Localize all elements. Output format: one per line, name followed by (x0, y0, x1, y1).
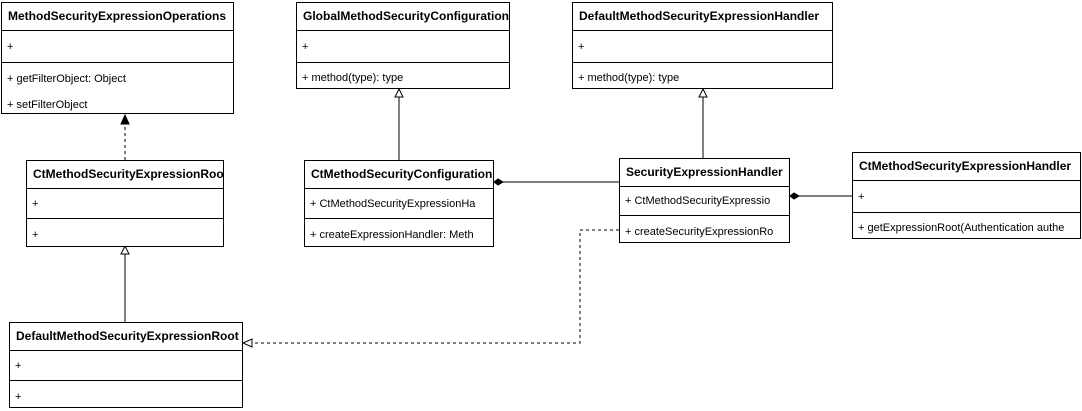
class-default-method-security-expression-root[interactable]: DefaultMethodSecurityExpressionRoot + + (9, 322, 243, 408)
attributes-section: + (573, 31, 832, 63)
operations-section: + getExpressionRoot(Authentication authe (853, 213, 1080, 241)
composition-diamond (789, 192, 800, 200)
class-name: SecurityExpressionHandler (620, 159, 789, 187)
operation: + createSecurityExpressionRo (625, 226, 774, 238)
class-method-security-expression-operations[interactable]: MethodSecurityExpressionOperations + + g… (1, 2, 234, 114)
dependency-edge-seh-dmser (252, 229, 619, 344)
operation: + getFilterObject: Object (7, 73, 126, 85)
attributes-section: + (297, 31, 509, 63)
operation: + method(type): type (578, 72, 680, 84)
attributes-section: + (853, 181, 1080, 213)
attributes-section: + CtMethodSecurityExpressionHa (305, 189, 493, 219)
composition-diamond (493, 178, 504, 186)
attribute: + (15, 360, 22, 372)
class-global-method-security-configuration[interactable]: GlobalMethodSecurityConfiguration + + me… (296, 2, 510, 89)
attribute: + CtMethodSecurityExpressionHa (310, 198, 476, 210)
class-name: MethodSecurityExpressionOperations (2, 3, 233, 31)
operations-section: + (27, 219, 223, 248)
attribute: + (32, 198, 39, 210)
class-name: CtMethodSecurityExpressionHandler (853, 153, 1080, 181)
generalization-arrowhead (120, 244, 130, 255)
operation: + (32, 229, 39, 241)
attribute: + (858, 191, 865, 203)
operation: + getExpressionRoot(Authentication authe (858, 222, 1065, 234)
attribute: + (302, 41, 309, 53)
attributes-section: + (27, 189, 223, 219)
class-name: CtMethodSecurityConfiguration (305, 161, 493, 189)
class-ct-method-security-configuration[interactable]: CtMethodSecurityConfiguration + CtMethod… (304, 160, 494, 247)
operation: + (15, 391, 22, 403)
attributes-section: + (10, 351, 242, 381)
class-name: DefaultMethodSecurityExpressionRoot (10, 323, 242, 351)
attributes-section: + CtMethodSecurityExpressio (620, 187, 789, 216)
generalization-arrowhead (698, 87, 708, 98)
attribute: + (578, 41, 585, 53)
operation: + createExpressionHandler: Meth (310, 229, 474, 241)
operation: + method(type): type (302, 72, 404, 84)
operations-section: + (10, 381, 242, 410)
operation: + setFilterObject (7, 99, 88, 111)
attribute: + CtMethodSecurityExpressio (625, 195, 771, 207)
realization-arrowhead (120, 113, 130, 125)
operations-section: + createSecurityExpressionRo (620, 216, 789, 245)
generalization-arrowhead (394, 87, 404, 98)
class-ct-method-security-expression-handler[interactable]: CtMethodSecurityExpressionHandler + + ge… (852, 152, 1081, 239)
class-security-expression-handler[interactable]: SecurityExpressionHandler + CtMethodSecu… (619, 158, 790, 243)
class-name: GlobalMethodSecurityConfiguration (297, 3, 509, 31)
class-name: DefaultMethodSecurityExpressionHandler (573, 3, 832, 31)
operations-section: + getFilterObject: Object + setFilterObj… (2, 63, 233, 118)
class-default-method-security-expression-handler[interactable]: DefaultMethodSecurityExpressionHandler +… (572, 2, 833, 89)
class-name: CtMethodSecurityExpressionRoot (27, 161, 223, 189)
attributes-section: + (2, 31, 233, 63)
dependency-arrowhead (241, 338, 253, 348)
operations-section: + createExpressionHandler: Meth (305, 219, 493, 248)
class-ct-method-security-expression-root[interactable]: CtMethodSecurityExpressionRoot + + (26, 160, 224, 247)
operations-section: + method(type): type (297, 63, 509, 91)
attribute: + (7, 41, 14, 53)
operations-section: + method(type): type (573, 63, 832, 91)
